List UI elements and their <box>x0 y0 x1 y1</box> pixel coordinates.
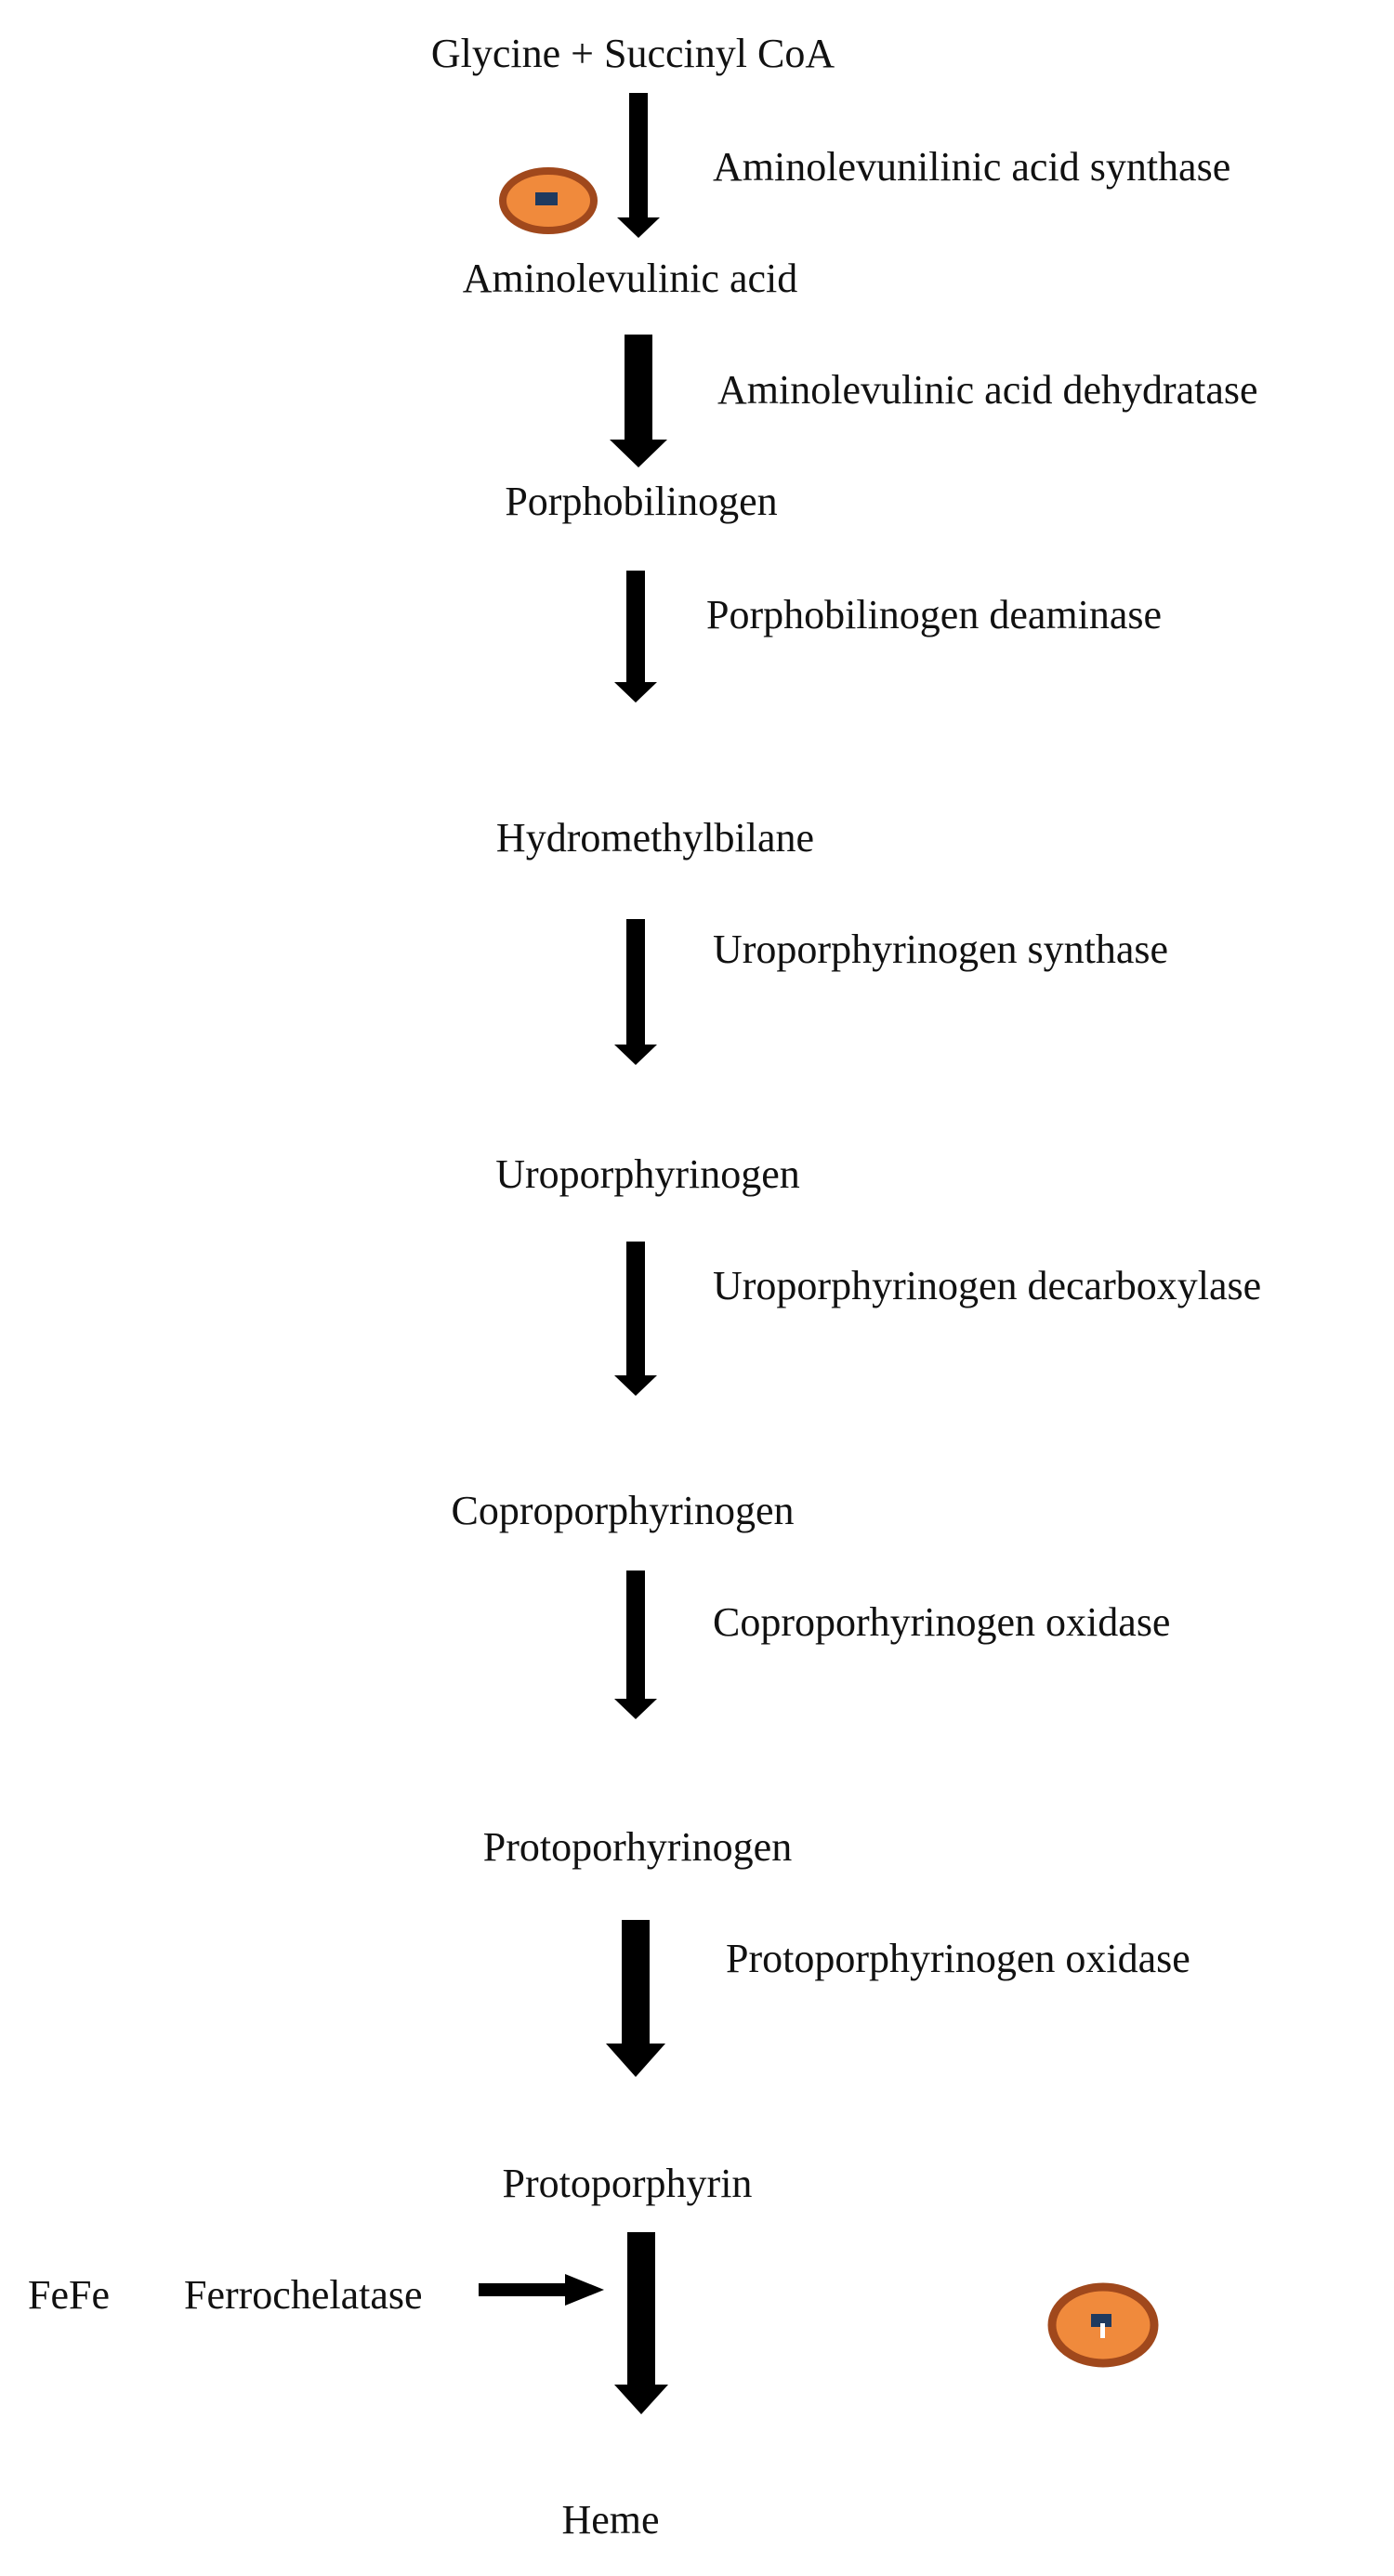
metabolite-coproporphyrinogen: Coproporphyrinogen <box>451 1488 795 1533</box>
enzyme-pbg-deaminase: Porphobilinogen deaminase <box>706 592 1163 637</box>
pathway-arrow-8 <box>614 2232 668 2414</box>
pathway-arrow-7 <box>606 1920 665 2077</box>
enzyme-ala-dehydratase: Aminolevulinic acid dehydratase <box>717 367 1258 413</box>
pathway-arrow-1 <box>617 93 660 238</box>
red-blood-cell-icon <box>499 167 598 234</box>
red-blood-cell-icon <box>1047 2282 1159 2368</box>
enzyme-ferrochelatase: Ferrochelatase <box>184 2272 423 2318</box>
pathway-arrow-2 <box>610 335 667 467</box>
pathway-arrow-3 <box>614 571 657 703</box>
metabolite-heme: Heme <box>561 2497 660 2543</box>
metabolite-protoporphyrin: Protoporphyrin <box>502 2161 753 2206</box>
enzyme-uro-decarboxylase: Uroporphyrinogen decarboxylase <box>713 1263 1262 1308</box>
metabolite-hydromethylbilane: Hydromethylbilane <box>495 815 815 861</box>
pathway-arrow-6 <box>614 1571 657 1719</box>
metabolite-protoporhyrinogen: Protoporhyrinogen <box>482 1824 793 1870</box>
metabolite-uroporphyrinogen: Uroporphyrinogen <box>495 1151 800 1197</box>
metabolite-glycine-succinyl-coa: Glycine + Succinyl CoA <box>430 31 835 76</box>
enzyme-ala-synthase: Aminolevunilinic acid synthase <box>713 144 1231 190</box>
metabolite-aminolevulinic-acid: Aminolevulinic acid <box>462 256 798 301</box>
pathway-arrow-5 <box>614 1242 657 1396</box>
iron-label: FeFe <box>28 2272 110 2318</box>
pathway-arrow-4 <box>614 919 657 1065</box>
enzyme-uro-synthase: Uroporphyrinogen synthase <box>713 927 1169 972</box>
ferrochelatase-arrow <box>479 2274 604 2306</box>
enzyme-proto-oxidase: Protoporphyrinogen oxidase <box>726 1936 1190 1981</box>
metabolite-porphobilinogen: Porphobilinogen <box>505 479 778 524</box>
enzyme-copro-oxidase: Coproporhyrinogen oxidase <box>713 1599 1171 1645</box>
